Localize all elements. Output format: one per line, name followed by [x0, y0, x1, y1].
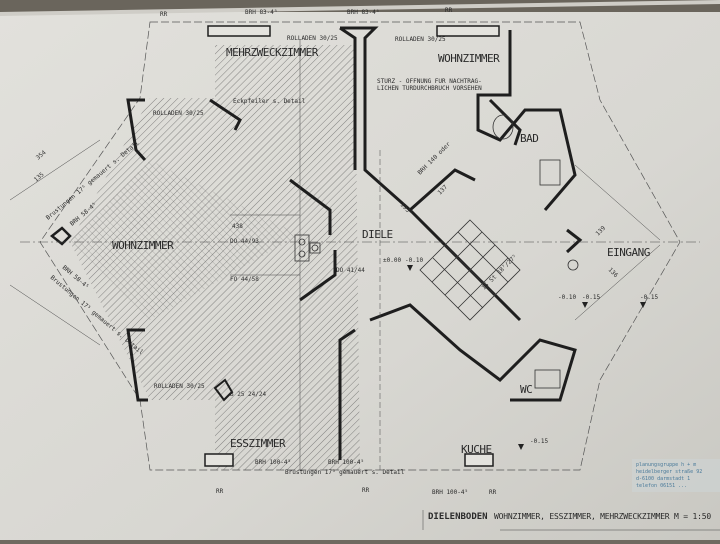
room-label-kuche: KUCHE: [461, 443, 492, 456]
annotation: RR: [160, 11, 168, 18]
staircase: [419, 219, 521, 321]
stamp-line: d-6100 darmstadt 1: [636, 476, 690, 482]
annotation: Eckpfeiler s. Detail: [233, 98, 306, 105]
drawing-title: DIELENBODEN: [428, 512, 488, 522]
annotation: ROLLADEN 30/25: [287, 35, 338, 42]
annotation: DO 41/44: [336, 267, 365, 274]
annotation: -0.15: [530, 438, 548, 445]
stamp-line: planungsgruppe h + m: [636, 462, 696, 468]
annotation: 438: [232, 223, 243, 230]
annotation: -0.10: [558, 294, 576, 301]
annotation: Brustungen 17⁵ gemauert s. Detail: [285, 469, 405, 476]
annotation: ±0.00: [383, 257, 401, 264]
annotation: RR: [362, 487, 370, 494]
annotation: BRH 100-4⁵: [328, 459, 364, 466]
annotation: LICHEN TURDURCHBRUCH VORSEHEN: [377, 85, 482, 92]
annotation: FO 44/58: [230, 276, 259, 283]
dimension-lines: [9, 40, 720, 531]
annotation: B 25 24/24: [230, 391, 267, 398]
annotation: RR: [216, 488, 224, 495]
room-label-wc: WC: [520, 383, 532, 396]
room-label-diele: DIELE: [362, 228, 393, 241]
annotation: RR: [489, 489, 497, 496]
annotation: BRH 100-4⁵: [255, 459, 291, 466]
stamp-line: heidelberger straße 92: [636, 469, 702, 475]
room-label-eingang: EINGANG: [607, 246, 650, 259]
level-marker-icons: [407, 265, 646, 450]
annotation: -0.15: [582, 294, 600, 301]
annotation: ROLLADEN 30/25: [153, 110, 204, 117]
annotation: BRH 100-4⁵: [432, 489, 468, 496]
annotation: ROLLADEN 30/25: [154, 383, 205, 390]
walls: [49, 25, 583, 467]
annotation: -0.15: [640, 294, 658, 301]
annotation: STURZ - OFFNUNG FUR NACHTRAG-: [377, 78, 482, 85]
room-label-esszimmer: ESSZIMMER: [230, 437, 286, 450]
drawing-scale: M = 1:50: [674, 512, 711, 521]
drawing-subtitle: WOHNZIMMER, ESSZIMMER, MEHRZWECKZIMMER: [494, 512, 670, 521]
room-label-bad: BAD: [520, 132, 538, 145]
annotation: -0.10: [405, 257, 423, 264]
annotation: DO 44/93: [230, 238, 259, 245]
fixtures: [294, 114, 579, 389]
room-label-wohnzimmer-left: WOHNZIMMER: [112, 239, 174, 252]
room-label-wohnzimmer-top: WOHNZIMMER: [438, 52, 500, 65]
annotation: BRH 83-4⁵: [347, 9, 380, 16]
room-label-mehrzweckzimmer: MEHRZWECKZIMMER: [226, 46, 319, 59]
company-stamp: planungsgruppe h + m heidelberger straße…: [632, 459, 720, 492]
annotation: ROLLADEN 30/25: [395, 36, 446, 43]
annotation: BRH 83-4⁵: [245, 9, 278, 16]
stamp-line: telefon 06151 ...: [636, 483, 687, 489]
annotation: RR: [445, 7, 453, 14]
outline-dashed: [39, 21, 681, 471]
